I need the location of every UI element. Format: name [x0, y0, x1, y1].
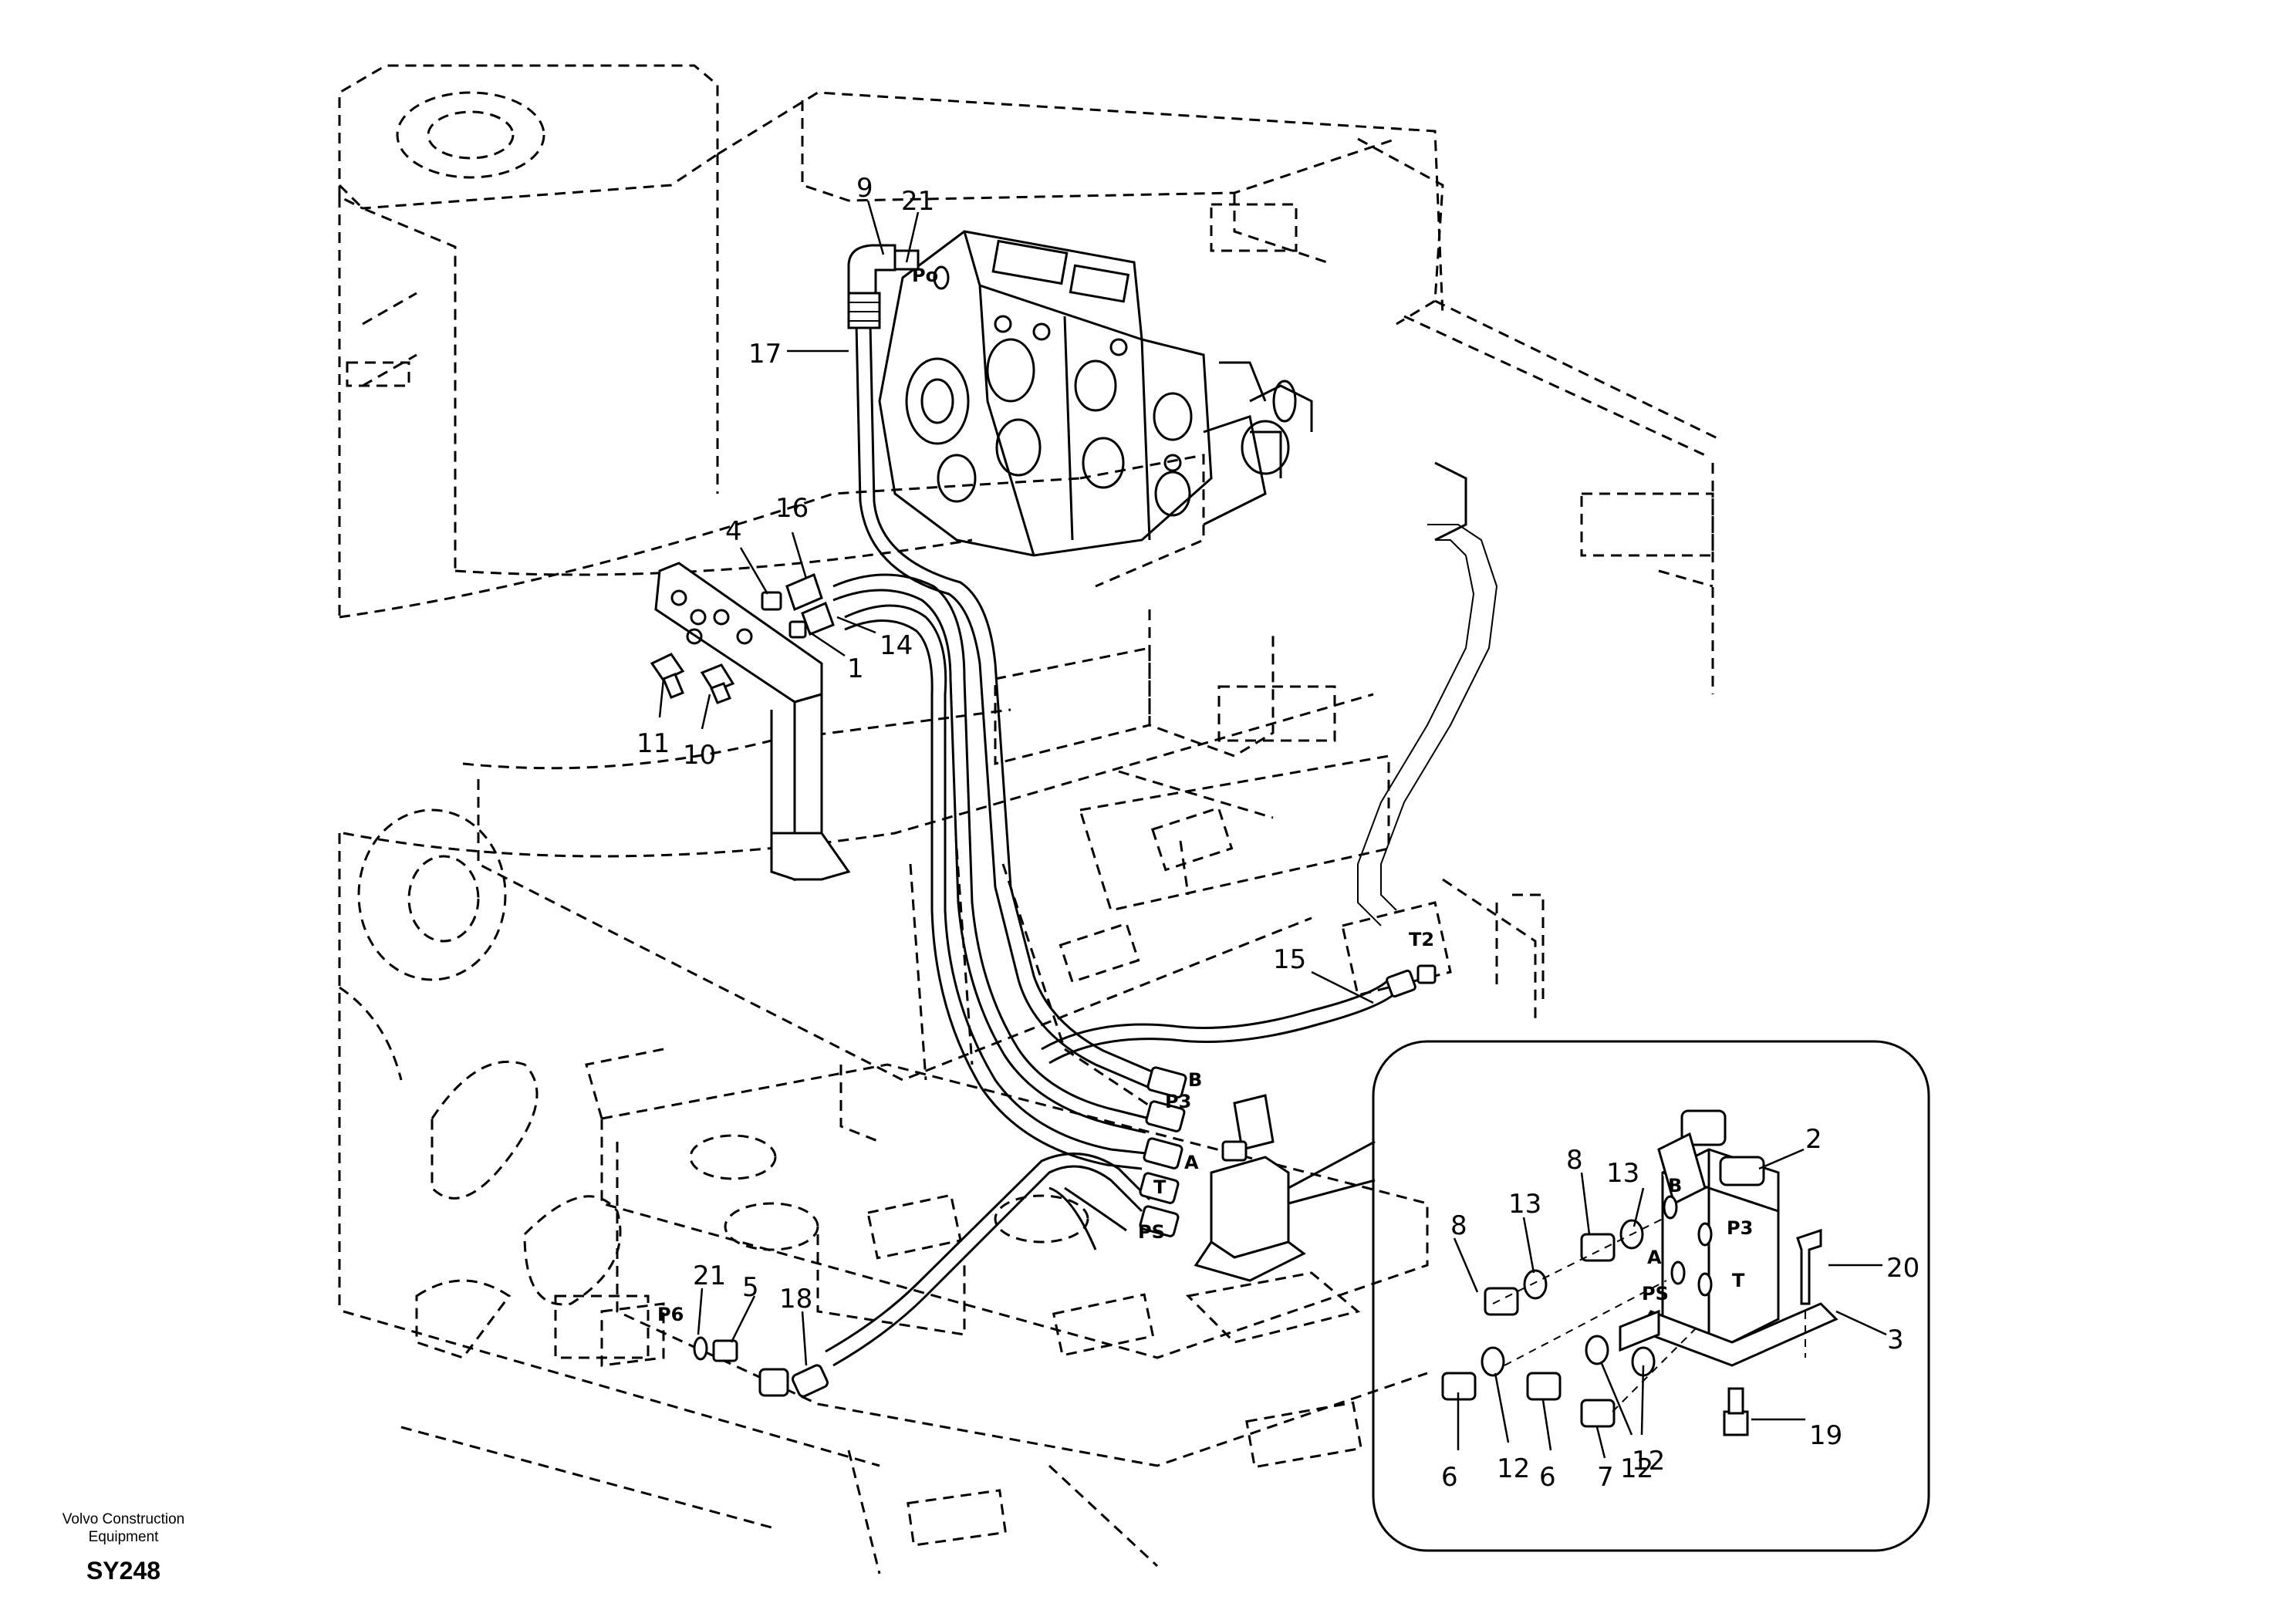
port-labels: Po P6 T2 B P3 A T PS B P3 A T PS	[657, 265, 1753, 1325]
callout-21-top: 21	[901, 186, 934, 217]
callout-11: 11	[636, 728, 670, 759]
diagram-code: SY248	[86, 1557, 161, 1585]
callout-3: 3	[1887, 1325, 1904, 1355]
inset-port-label-ps: PS	[1642, 1283, 1669, 1304]
inset-port-label-t: T	[1732, 1270, 1745, 1291]
publisher-footer: Volvo Construction Equipment SY248	[31, 1510, 216, 1585]
callout-17: 17	[748, 339, 782, 370]
callout-8-left: 8	[1450, 1210, 1467, 1241]
port-label-a: A	[1184, 1152, 1199, 1173]
port-label-ps: PS	[1138, 1221, 1165, 1243]
callout-4: 4	[725, 516, 742, 547]
callout-numbers: 1 2 3 4 5 6 6 7 8 8 9 10 11 12 12 12 13 …	[636, 173, 1920, 1493]
callout-12-mid: 12	[1620, 1453, 1653, 1484]
detail-inset	[1288, 1040, 1930, 1552]
callout-6-right: 6	[1539, 1462, 1556, 1493]
callout-12-right: 12	[1632, 1446, 1665, 1477]
port-label-t2: T2	[1409, 929, 1434, 950]
machine-frame-outline	[338, 64, 1721, 1574]
callout-13-left: 13	[1508, 1189, 1541, 1220]
callout-7: 7	[1597, 1462, 1614, 1493]
callout-12-left: 12	[1497, 1453, 1530, 1484]
inset-port-label-p3: P3	[1727, 1217, 1753, 1239]
callout-leaders	[658, 200, 1887, 1459]
port-label-p3: P3	[1165, 1091, 1191, 1112]
callout-9: 9	[856, 173, 873, 204]
callout-6-left: 6	[1441, 1462, 1458, 1493]
callout-19: 19	[1809, 1420, 1842, 1451]
port-label-po: Po	[912, 265, 938, 286]
inset-port-label-a: A	[1647, 1247, 1662, 1268]
callout-8-right: 8	[1566, 1145, 1583, 1176]
callout-18: 18	[779, 1284, 812, 1315]
callout-20: 20	[1886, 1253, 1920, 1284]
callout-21-bottom: 21	[693, 1261, 726, 1291]
brand-line-2: Equipment	[88, 1529, 159, 1545]
callout-13-right: 13	[1606, 1158, 1639, 1189]
callout-5: 5	[742, 1272, 759, 1303]
hose-fittings	[600, 244, 1437, 1398]
port-label-p6: P6	[657, 1304, 684, 1325]
brand-line-1: Volvo Construction	[62, 1511, 185, 1527]
control-valve-assembly	[878, 230, 1467, 557]
port-label-b: B	[1188, 1069, 1202, 1091]
callout-1: 1	[847, 653, 864, 684]
inset-port-label-b: B	[1668, 1175, 1682, 1196]
port-label-t: T	[1153, 1176, 1167, 1198]
mounting-bracket	[654, 562, 851, 882]
callout-10: 10	[683, 740, 716, 771]
return-pipe	[1357, 524, 1498, 926]
callout-2: 2	[1805, 1124, 1822, 1155]
hose-bundle	[825, 323, 1398, 1367]
callout-16: 16	[775, 493, 809, 524]
callout-15: 15	[1273, 944, 1306, 975]
callout-14: 14	[880, 630, 913, 661]
